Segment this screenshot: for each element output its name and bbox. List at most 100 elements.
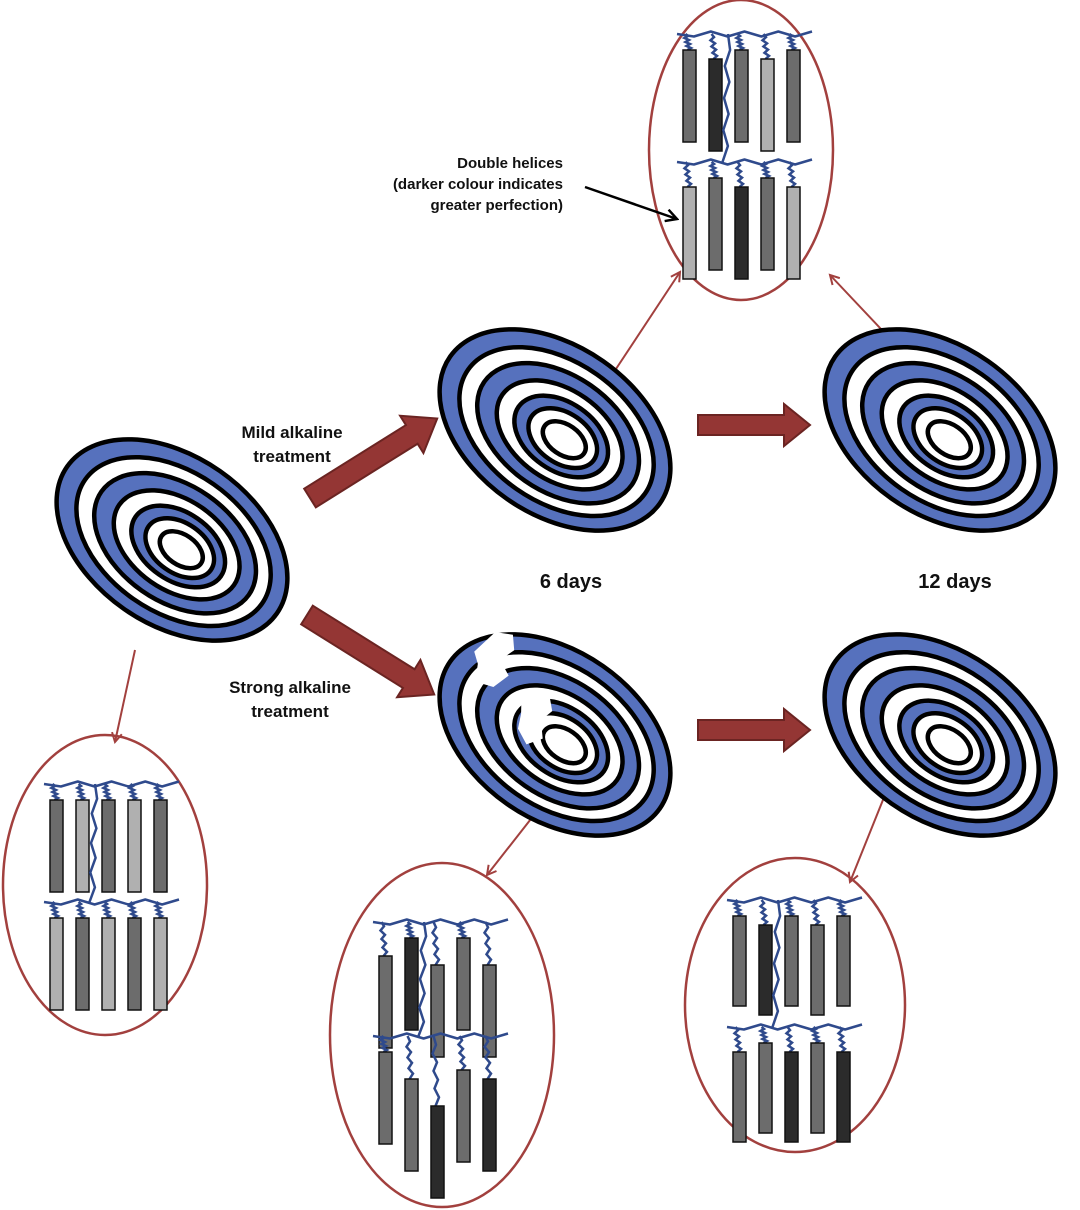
label-mild-treatment-line2: treatment bbox=[253, 447, 331, 466]
branch-chain bbox=[100, 783, 113, 802]
double-helix-medium bbox=[758, 1042, 773, 1134]
inter-cluster-chain bbox=[88, 783, 99, 903]
double-helix-light bbox=[101, 917, 116, 1011]
double-helix-dark bbox=[708, 58, 723, 152]
label-strong-treatment-line2: treatment bbox=[251, 702, 329, 721]
branch-chain bbox=[785, 33, 798, 52]
branch-chain bbox=[681, 33, 694, 52]
branch-chain bbox=[482, 921, 493, 966]
callout-strong-12-days-helices bbox=[683, 856, 907, 1154]
connector-mild-6-days bbox=[609, 272, 680, 379]
branch-chain bbox=[403, 921, 416, 940]
double-helix-medium bbox=[49, 799, 64, 893]
granule-mild-12-days bbox=[822, 327, 1058, 533]
callout-ellipse bbox=[647, 0, 835, 302]
granule-strong-12-days bbox=[822, 632, 1058, 838]
branch-chain bbox=[126, 901, 139, 920]
callout-strong-6-days-helices bbox=[328, 861, 556, 1209]
branch-chain bbox=[100, 901, 113, 920]
granule-hilum bbox=[925, 419, 974, 461]
double-helix-dark bbox=[734, 186, 749, 280]
double-helix-medium bbox=[732, 915, 747, 1007]
branch-chain bbox=[835, 899, 848, 918]
branch-chain bbox=[731, 899, 744, 918]
branch-chain bbox=[757, 1026, 770, 1045]
granule-strong-6-days bbox=[437, 632, 673, 838]
branch-chain bbox=[126, 783, 139, 802]
arrow-strong-treatment bbox=[299, 604, 436, 699]
double-helix-dark bbox=[430, 1105, 445, 1199]
double-helix-medium bbox=[810, 1042, 825, 1134]
inter-cluster-chain bbox=[417, 921, 428, 1037]
label-strong-treatment-line1: Strong alkaline bbox=[229, 678, 351, 697]
branch-chain bbox=[455, 921, 468, 940]
double-helix-light bbox=[75, 799, 90, 893]
double-helix-dark bbox=[404, 937, 419, 1031]
double-helix-medium bbox=[786, 49, 801, 143]
branch-chain bbox=[784, 1026, 796, 1053]
branch-chain bbox=[456, 1035, 467, 1071]
double-helix-medium bbox=[682, 49, 697, 143]
double-helix-light bbox=[153, 917, 168, 1011]
double-helix-medium bbox=[810, 924, 825, 1016]
annotation-line3: greater perfection) bbox=[430, 197, 563, 214]
callout-ellipse bbox=[1, 733, 209, 1037]
annotation-line2: (darker colour indicates bbox=[393, 176, 563, 193]
branch-chain bbox=[734, 161, 746, 188]
branch-chain bbox=[682, 161, 694, 188]
label-6-days: 6 days bbox=[540, 571, 602, 593]
branch-chain bbox=[783, 899, 796, 918]
arrow-strong-6-to-12-days bbox=[697, 706, 812, 754]
callout-mild-treated-helices bbox=[647, 0, 835, 302]
granule-mild-6-days bbox=[437, 327, 673, 533]
branch-chain bbox=[74, 901, 87, 920]
branch-chain bbox=[708, 33, 720, 60]
double-helix-light bbox=[786, 186, 801, 280]
double-helix-medium bbox=[732, 1051, 747, 1143]
branch-chain bbox=[809, 1026, 822, 1045]
branch-chain bbox=[48, 901, 61, 920]
double-helix-light bbox=[760, 58, 775, 152]
double-helix-medium bbox=[708, 177, 723, 271]
eroded-zone bbox=[517, 691, 553, 745]
branch-chain bbox=[378, 921, 389, 957]
double-helix-light bbox=[682, 186, 697, 280]
double-helix-medium bbox=[127, 917, 142, 1011]
branch-chain bbox=[758, 899, 770, 926]
double-helix-medium bbox=[836, 915, 851, 1007]
double-helix-medium bbox=[456, 937, 471, 1031]
branch-chain bbox=[152, 783, 165, 802]
branch-chain bbox=[377, 1035, 390, 1054]
callout-ellipse bbox=[328, 861, 556, 1209]
double-helix-dark bbox=[758, 924, 773, 1016]
granule-hilum bbox=[157, 529, 206, 571]
branch-chain bbox=[404, 1035, 415, 1080]
branch-chain bbox=[733, 33, 746, 52]
inter-cluster-chain bbox=[721, 33, 732, 163]
double-helix-light bbox=[49, 917, 64, 1011]
annotation-pointer-arrow bbox=[584, 185, 677, 219]
double-helix-medium bbox=[101, 799, 116, 893]
branch-chain bbox=[48, 783, 61, 802]
connector-native bbox=[115, 649, 136, 742]
granule-hilum bbox=[925, 724, 974, 766]
double-helix-medium bbox=[378, 1051, 393, 1145]
double-helix-dark bbox=[836, 1051, 851, 1143]
double-helix-medium bbox=[404, 1078, 419, 1172]
double-helix-medium bbox=[760, 177, 775, 271]
branch-chain bbox=[760, 33, 772, 60]
double-helix-medium bbox=[430, 964, 445, 1058]
double-helix-medium bbox=[734, 49, 749, 143]
granule-native bbox=[54, 437, 290, 643]
arrow-mild-treatment bbox=[302, 414, 439, 509]
branch-chain bbox=[810, 899, 822, 926]
double-helix-dark bbox=[784, 1051, 799, 1143]
granule-hilum bbox=[540, 724, 589, 766]
label-mild-treatment-line1: Mild alkaline bbox=[241, 423, 342, 442]
double-helix-dark bbox=[482, 1078, 497, 1172]
double-helix-medium bbox=[784, 915, 799, 1007]
double-helix-medium bbox=[75, 917, 90, 1011]
branch-chain bbox=[74, 783, 87, 802]
branch-chain bbox=[836, 1026, 848, 1053]
